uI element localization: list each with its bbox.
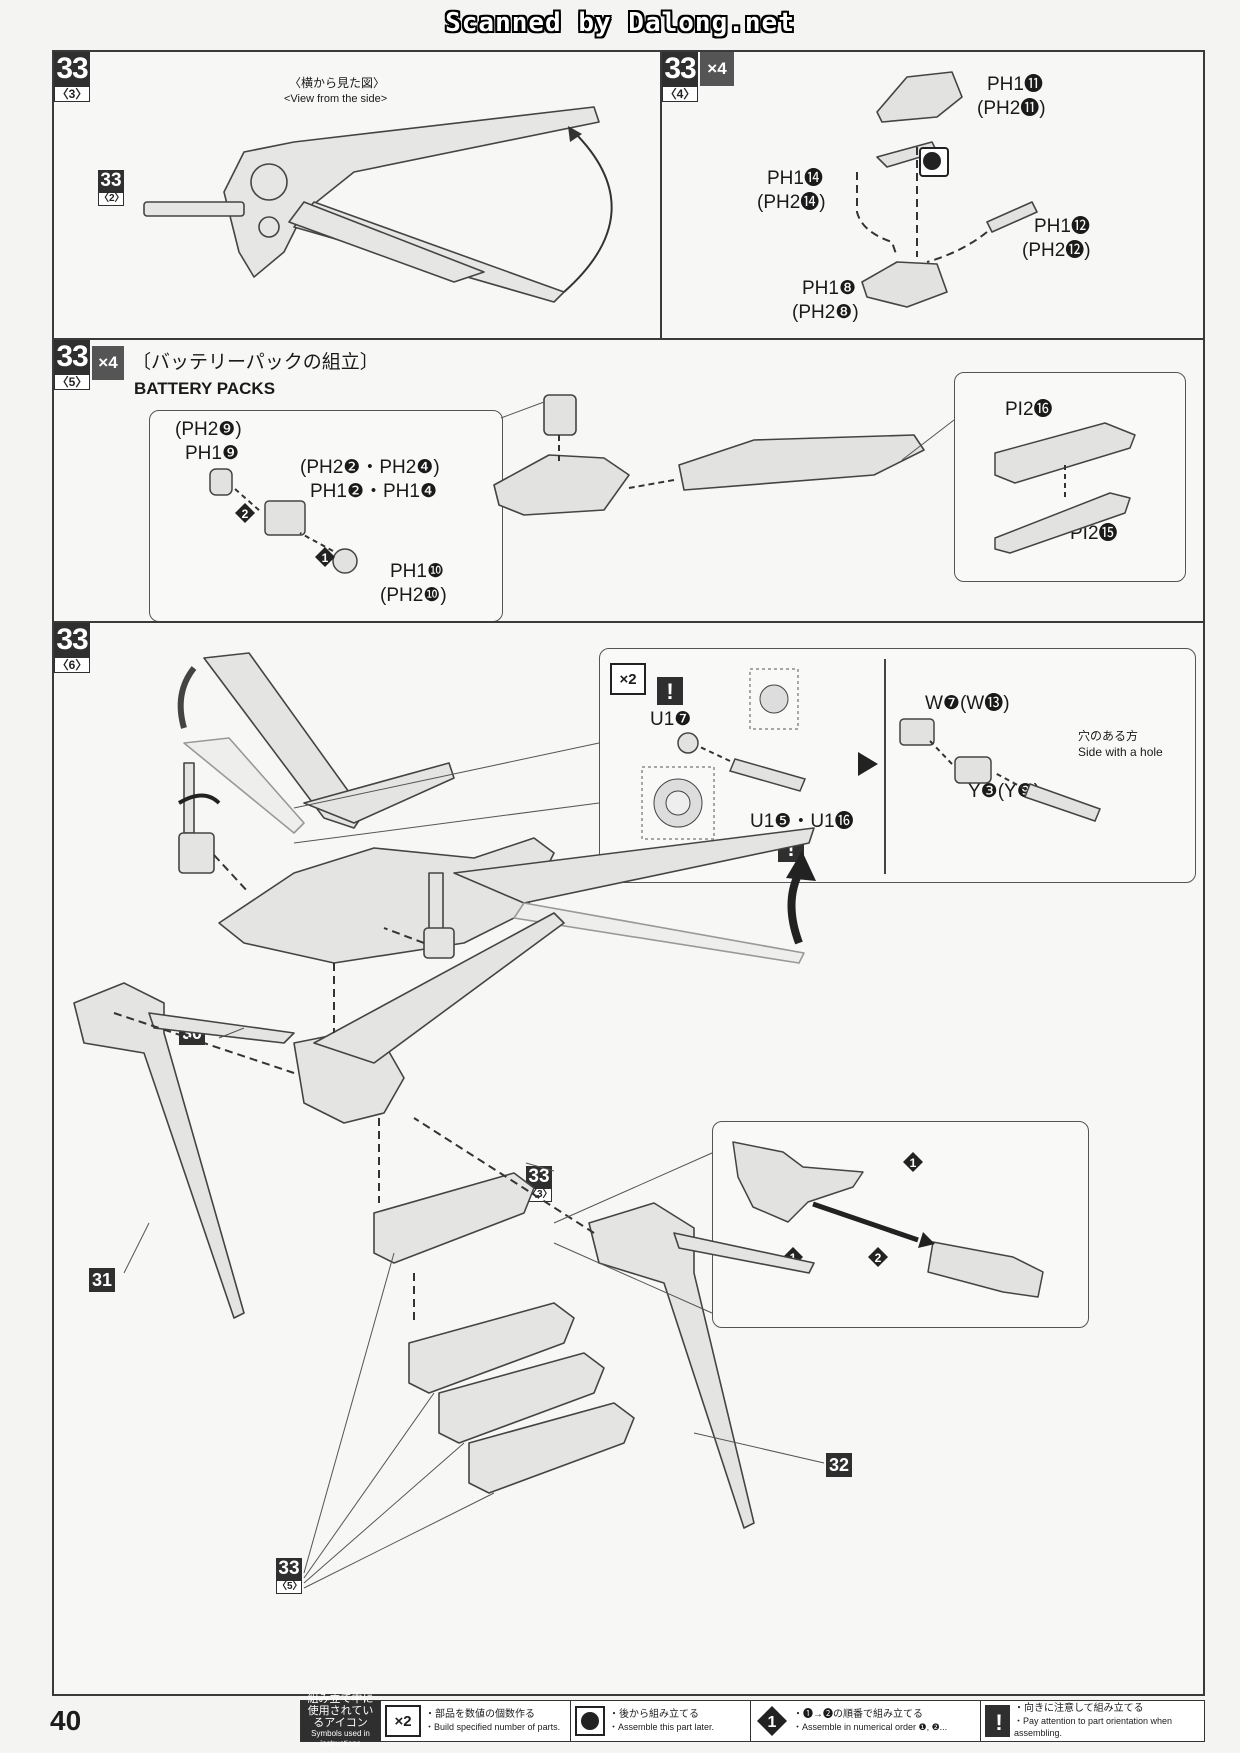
page-number: 40: [50, 1705, 82, 1736]
part-label: PH1❽: [802, 278, 856, 299]
orientation-icon: [657, 677, 683, 705]
step-number: 33 〈5〉: [54, 340, 90, 390]
orientation-icon: !: [985, 1705, 1010, 1737]
step-33-3-panel: 33 〈3〉 〈横から見た図〉 <View from the side> 33〈…: [52, 50, 662, 340]
inset-battery-shell: PI2⓰ PI2⓯: [954, 372, 1186, 582]
part-number-32: 32: [826, 1453, 853, 1477]
step-number: 33 〈3〉: [54, 52, 90, 102]
inset-battery-core: (PH2❾) PH1❾ (PH2❷・PH2❹) PH1❷・PH1❹ PH1❿ (…: [149, 410, 503, 622]
section-title-en: BATTERY PACKS: [134, 379, 276, 398]
part-label: (PH2❷・PH2❹): [300, 457, 440, 478]
part-label: (PH2❾): [175, 419, 242, 440]
part-label: PH1⓫: [987, 74, 1043, 95]
order-step-1: 1: [910, 1156, 917, 1170]
quantity-badge: ×4: [700, 52, 734, 86]
quantity-badge: ×2: [610, 663, 646, 695]
quantity-icon: ×2: [385, 1705, 421, 1737]
ref-step-33-3: 33〈3〉: [526, 1166, 553, 1202]
step-33-5-panel: 33 〈5〉 ×4 〔バッテリーパックの組立〕 BATTERY PACKS (P…: [52, 338, 1205, 623]
part-number-31: 31: [89, 1268, 116, 1292]
part-label: PH1⓬: [1034, 216, 1090, 237]
battery-shell-illustration: [994, 422, 1136, 554]
part-label: (PH2⓬): [1022, 240, 1091, 261]
part-label: PH1❾: [185, 443, 239, 464]
ref-step-33-2: 33〈2〉: [98, 170, 125, 206]
part-label: (PH2❿): [380, 585, 447, 606]
part-label: (PH2❽): [792, 302, 859, 323]
scan-credit: Scanned by Dalong.net: [445, 8, 795, 38]
legend-item-later: ・後から組み立てる・Assemble this part later.: [571, 1701, 751, 1741]
svg-text:!: !: [995, 1710, 1002, 1735]
view-label-jp: 〈横から見た図〉: [289, 76, 386, 90]
legend-title: 組み立て中に使用されているアイコン Symbols used in instru…: [301, 1693, 381, 1748]
legend-item-order: 1 ・❶→❷の順番で組み立てる・Assemble in numerical or…: [751, 1701, 981, 1741]
svg-text:1: 1: [768, 1714, 777, 1731]
later-icon: [575, 1706, 605, 1736]
step-number: 33 〈6〉: [54, 623, 90, 673]
part-label: (PH2⓫): [977, 98, 1046, 119]
part-label: PH1❿: [390, 561, 444, 582]
battery-core-illustration: 2 1: [209, 468, 358, 574]
part-label: U1❼: [650, 709, 692, 730]
battery-attach-illustration: 1 1 2: [732, 1141, 1044, 1298]
view-label-en: <View from the side>: [284, 93, 388, 105]
step-33-6-panel: 33 〈6〉 ×2 U1❼ U1❺・U1⓰ W❼(W⓭) Y❸(Y❾) 穴のある…: [52, 621, 1205, 1696]
main-assembly-illustration: [73, 652, 825, 1589]
legend-item-orientation: ! ・向きに注意して組み立てる・Pay attention to part or…: [981, 1701, 1204, 1741]
ref-step-33-5: 33〈5〉: [276, 1558, 303, 1594]
pin-assembly-illustration: [856, 71, 1038, 308]
order-step-1: 1: [322, 551, 329, 565]
symbol-legend: 組み立て中に使用されているアイコン Symbols used in instru…: [300, 1693, 1205, 1748]
svg-text:!: !: [787, 836, 794, 861]
part-label: U1❺・U1⓰: [750, 811, 854, 832]
legend-item-quantity: ×2 ・部品を数値の個数作る・Build specified number of…: [381, 1701, 571, 1741]
step-number: 33 〈4〉: [662, 52, 698, 102]
hole-label-jp: 穴のある方: [1078, 729, 1139, 743]
svg-text:!: !: [666, 679, 673, 704]
hole-label-en: Side with a hole: [1078, 745, 1163, 759]
part-label: (PH2⓮): [757, 192, 826, 213]
battery-assembly-illustration: [493, 394, 955, 516]
order-icon: 1: [757, 1706, 787, 1736]
section-title-jp: 〔バッテリーパックの組立〕: [132, 352, 379, 373]
inset-battery-attach: 1 1 2: [712, 1121, 1089, 1328]
part-label: PH1⓮: [767, 168, 823, 189]
part-label: PI2⓰: [1005, 399, 1053, 420]
order-step-2: 2: [242, 507, 249, 521]
step-33-4-panel: 33 〈4〉 ×4 PH1⓫ (PH2⓫) PH1⓮ (PH2⓮) PH1⓬ (…: [660, 50, 1205, 340]
order-step-2: 2: [875, 1251, 882, 1265]
side-view-illustration: [143, 106, 613, 303]
part-label: Y❸(Y❾): [968, 781, 1041, 802]
quantity-badge: ×4: [92, 346, 124, 380]
part-label: W❼(W⓭): [925, 693, 1010, 714]
part-label: PH1❷・PH1❹: [310, 481, 437, 502]
joint-illustration: ! !: [641, 659, 1101, 874]
